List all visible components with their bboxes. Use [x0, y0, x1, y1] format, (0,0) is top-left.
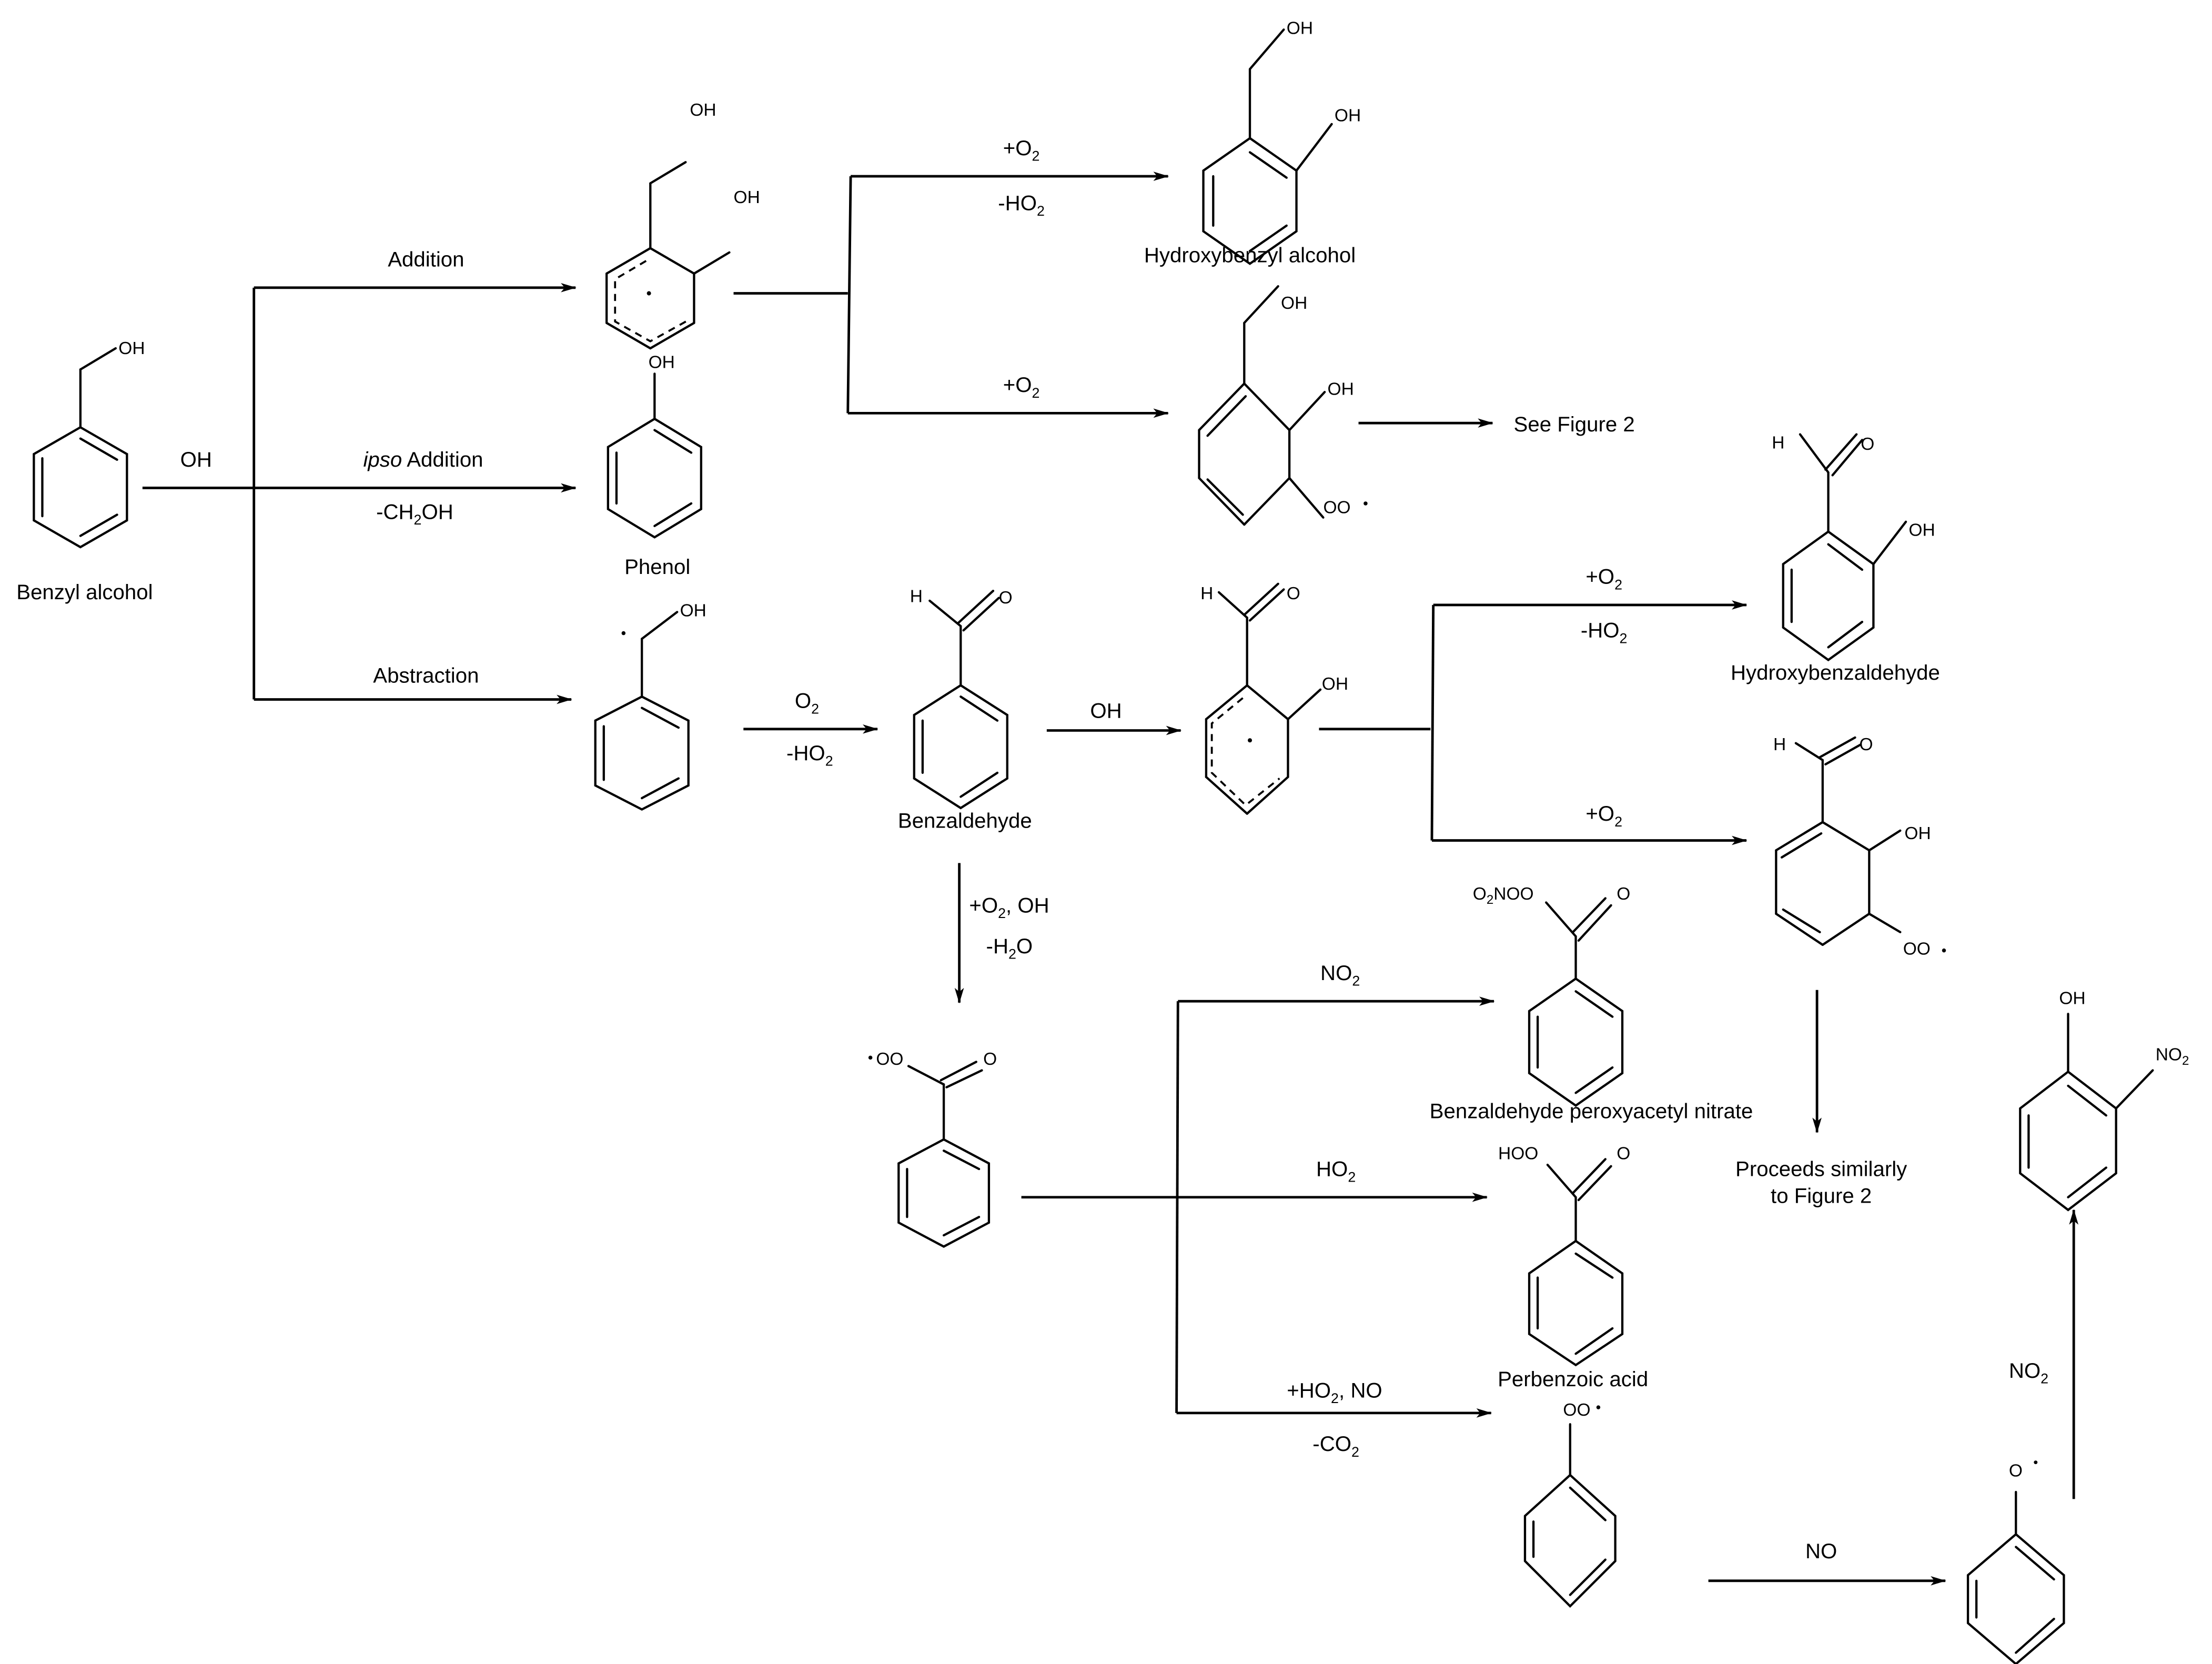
atom-label-oh: OH [680, 601, 706, 620]
atom-label-oo: OO [1563, 1400, 1590, 1420]
molecule-name: Hydroxybenzaldehyde [1731, 661, 1940, 684]
atom-label-oh: OH [118, 339, 145, 358]
label-ho2: HO2 [1316, 1157, 1356, 1185]
molecule-name: Benzaldehyde peroxyacetyl nitrate [1430, 1100, 1753, 1123]
label-plus-o2-oh: +O2, OH [969, 893, 1049, 921]
proceeds-similarly-line-1: Proceeds similarly [1735, 1157, 1907, 1181]
benzoylperoxy-branch [1021, 996, 1495, 1418]
molecule-hydroxybenzyl-alcohol: OH OH Hydroxybenzyl alcohol [1144, 18, 1361, 267]
label-ipso-addition: ipso Addition [363, 448, 483, 471]
atom-label-o: O [1617, 884, 1630, 904]
proceeds-similarly-line-2: to Figure 2 [1771, 1184, 1872, 1207]
radical-dot [2034, 1460, 2038, 1465]
atom-label-oh: OH [1328, 380, 1354, 399]
molecule-benzaldehyde: H O Benzaldehyde [898, 587, 1032, 833]
label-minus-h2o: -H2O [986, 934, 1033, 962]
ring [605, 161, 731, 350]
atom-label-oo: OO [1323, 498, 1350, 518]
label-plus-ho2-no: +HO2, NO [1287, 1378, 1382, 1406]
molecule-name: Perbenzoic acid [1498, 1367, 1648, 1391]
label-plus-o2: +O2 [1003, 136, 1040, 164]
label-abstraction: Abstraction [373, 663, 479, 687]
see-figure-2-text: See Figure 2 [1514, 412, 1635, 436]
label-plus-o2: +O2 [1003, 373, 1040, 401]
label-plus-o2: +O2 [1585, 802, 1622, 830]
atom-label-o: O [1861, 435, 1874, 454]
label-plus-o2: +O2 [1585, 565, 1622, 593]
label-no2: NO2 [2009, 1359, 2048, 1387]
label-minus-ho2: -HO2 [998, 191, 1045, 219]
label-minus-co2: -CO2 [1312, 1432, 1359, 1460]
molecule-name: Benzaldehyde [898, 809, 1032, 832]
atom-label-oo: OO [1903, 940, 1931, 959]
molecule-nitrophenol: OH NO2 [2019, 989, 2189, 1212]
delocalized-bond [614, 260, 689, 342]
molecule-phenylperoxy-radical: OO [1523, 1400, 1617, 1608]
atom-label-h: H [1772, 433, 1784, 452]
label-addition: Addition [388, 248, 464, 271]
atom-label-oh: OH [734, 188, 760, 207]
molecule-hydroxybenzaldehyde: H O OH Hydroxybenzaldehyde [1731, 433, 1940, 684]
molecule-perbenzoic-acid: HOO O Perbenzoic acid [1498, 1144, 1648, 1391]
label-o2: O2 [795, 689, 819, 717]
molecule-phenol: OH Phenol [607, 353, 702, 579]
radical-dot [621, 631, 626, 636]
atom-label-no2: NO2 [2156, 1045, 2189, 1068]
radical-dot [1942, 948, 1946, 953]
ipso-rest: Addition [402, 448, 483, 471]
atom-label-oh: OH [2059, 989, 2085, 1009]
label-minus-ho2: -HO2 [1581, 619, 1628, 647]
molecule-peroxy-adduct-2: H O OH OO [1773, 735, 1946, 959]
bzal-adduct-branch [1319, 600, 1748, 845]
atom-label-oh: OH [1908, 521, 1935, 540]
molecule-benzaldehyde-oh-adduct: H O OH [1200, 582, 1348, 815]
radical-dot [647, 291, 651, 296]
branch-lines [142, 283, 577, 704]
label-oh: OH [1090, 699, 1122, 722]
label-minus-ho2: -HO2 [786, 741, 833, 769]
atom-label-ch2oh: OH [690, 100, 716, 120]
molecule-name: Phenol [624, 555, 690, 579]
atom-label-o: O [999, 588, 1013, 608]
atom-label-o: O [1617, 1144, 1630, 1163]
atom-label-oh: OH [1322, 674, 1348, 694]
molecule-peroxyacetyl-nitrate: O2NOO O Benzaldehyde peroxyacetyl nitrat… [1430, 884, 1753, 1123]
molecule-peroxy-adduct-1: OH OH OO [1198, 285, 1368, 526]
atom-label-o2noo: O2NOO [1473, 884, 1534, 907]
molecule-benzyl-alcohol: OH Benzyl alcohol [16, 339, 153, 604]
atom-label-oo: OO [876, 1050, 903, 1069]
reagent-oh: OH [180, 448, 212, 471]
atom-label-ch2oh: OH [1281, 294, 1307, 313]
atom-label-oh: OH [1904, 824, 1931, 843]
molecule-benzyl-radical: OH [594, 601, 706, 811]
radical-dot [1363, 501, 1368, 506]
atom-label-o: O [2009, 1461, 2023, 1480]
atom-label-hoo: HOO [1498, 1144, 1538, 1163]
label-no: NO [1805, 1539, 1837, 1563]
atom-label-o: O [983, 1050, 997, 1069]
radical-dot [868, 1055, 873, 1060]
radical-dot [1596, 1405, 1601, 1409]
delocalized-bond [1210, 697, 1280, 807]
label-minus-ch2oh: -CH2OH [376, 500, 453, 528]
atom-label-o: O [1860, 735, 1873, 754]
molecule-name: Benzyl alcohol [16, 580, 153, 604]
molecule-name: Hydroxybenzyl alcohol [1144, 244, 1356, 267]
radical-dot [1248, 738, 1253, 743]
atom-label-ch2oh: OH [1287, 18, 1313, 38]
molecule-phenoxy-radical: O [1966, 1460, 2065, 1664]
atom-label-o: O [1287, 584, 1300, 603]
ipso-italic: ipso [363, 448, 402, 471]
benzene-ring [33, 347, 128, 549]
atom-label-oh: OH [1335, 106, 1361, 126]
atom-label-h: H [1200, 584, 1213, 603]
molecule-oh-adduct: OH OH [605, 100, 760, 350]
label-no2: NO2 [1320, 961, 1360, 989]
adduct-branch [733, 172, 1169, 418]
atom-label-h: H [910, 587, 923, 607]
atom-label-h: H [1773, 735, 1786, 754]
atom-label-oh: OH [649, 353, 675, 372]
molecule-benzoylperoxy-radical: OO O [868, 1050, 997, 1248]
